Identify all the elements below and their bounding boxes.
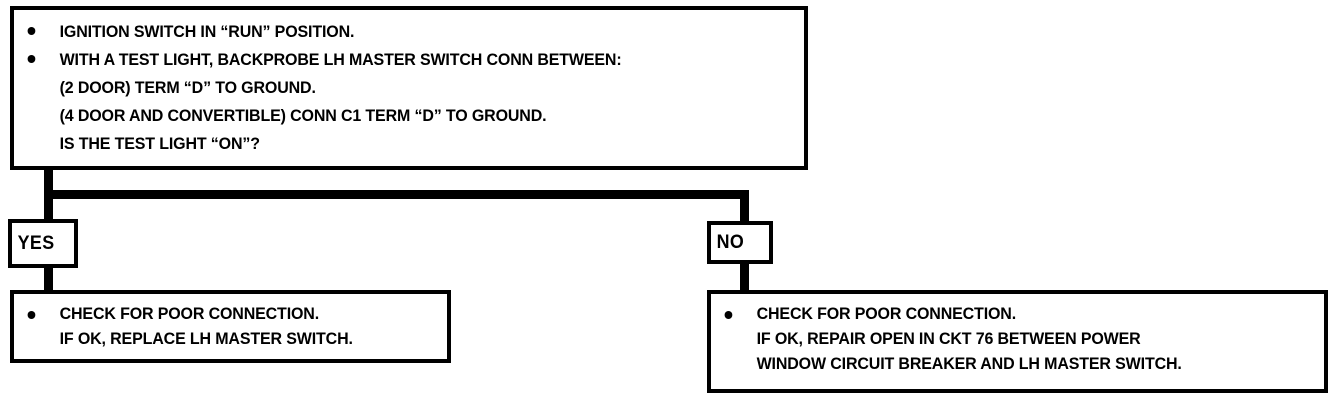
- branch-label-yes: YES: [8, 219, 78, 268]
- question-line-3: (2 DOOR) TERM “D” TO GROUND.: [59, 79, 316, 97]
- connector-branch-horizontal: [44, 190, 749, 199]
- connector-no-to-result: [740, 261, 749, 293]
- question-line-4: (4 DOOR AND CONVERTIBLE) CONN C1 TERM “D…: [59, 107, 547, 125]
- yes-result-line-1: CHECK FOR POOR CONNECTION.: [14, 302, 434, 327]
- branch-label-yes-text: YES: [17, 232, 55, 254]
- result-box-no: CHECK FOR POOR CONNECTION. IF OK, REPAIR…: [707, 290, 1328, 393]
- connector-yes-to-result: [44, 265, 53, 293]
- connector-yes-drop: [44, 190, 53, 222]
- no-result-line-3: WINDOW CIRCUIT BREAKER AND LH MASTER SWI…: [756, 355, 1182, 373]
- question-line-5: IS THE TEST LIGHT “ON”?: [59, 135, 260, 153]
- question-box-lines: IGNITION SWITCH IN “RUN” POSITION. WITH …: [14, 10, 804, 158]
- result-box-yes-lines: CHECK FOR POOR CONNECTION. IF OK, REPLAC…: [14, 294, 447, 352]
- question-line-1: IGNITION SWITCH IN “RUN” POSITION.: [14, 18, 780, 46]
- branch-label-no: NO: [707, 221, 773, 264]
- connector-trunk-vertical: [44, 168, 53, 198]
- no-result-line-2: IF OK, REPAIR OPEN IN CKT 76 BETWEEN POW…: [756, 330, 1141, 348]
- no-result-line-1: CHECK FOR POOR CONNECTION.: [711, 302, 1306, 327]
- result-box-yes: CHECK FOR POOR CONNECTION. IF OK, REPLAC…: [10, 290, 451, 363]
- connector-no-drop: [740, 190, 749, 224]
- question-box: IGNITION SWITCH IN “RUN” POSITION. WITH …: [10, 6, 808, 170]
- result-box-no-lines: CHECK FOR POOR CONNECTION. IF OK, REPAIR…: [711, 294, 1324, 377]
- yes-result-line-2: IF OK, REPLACE LH MASTER SWITCH.: [59, 330, 353, 348]
- branch-label-no-text: NO: [716, 231, 745, 253]
- question-line-2: WITH A TEST LIGHT, BACKPROBE LH MASTER S…: [14, 46, 780, 74]
